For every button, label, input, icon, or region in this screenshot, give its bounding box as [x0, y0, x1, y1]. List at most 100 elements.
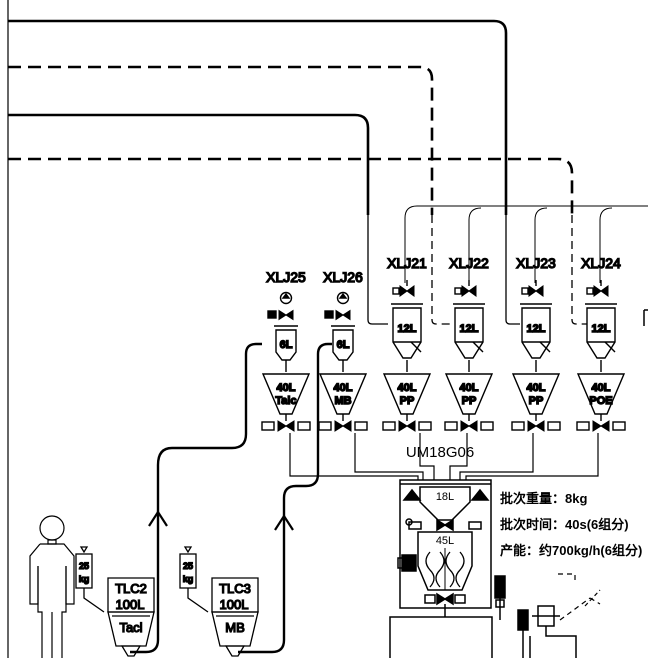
station-outlet	[120, 645, 142, 657]
receiver-flap	[410, 341, 422, 353]
agitator-blade-2	[435, 551, 445, 588]
lower-equipment	[389, 309, 648, 658]
storage-volume: 40L	[398, 382, 417, 394]
mixer-motor-cap	[397, 557, 405, 569]
discharge-actuator-right	[480, 421, 494, 431]
spec-label: 批次重量：	[500, 491, 565, 506]
bag-chute	[187, 588, 209, 613]
discharge-actuator-right	[354, 421, 368, 431]
collector-pipe-xlj25	[289, 433, 419, 480]
receiver-volume: 12L	[592, 323, 611, 335]
vacuum-valve-handle	[586, 287, 594, 295]
receiver-flap	[472, 341, 484, 353]
collector-pipe-xlj23	[459, 433, 534, 480]
header-pipe-3	[8, 113, 370, 215]
station-material: Tacl	[119, 620, 142, 635]
discharge-actuator-left	[511, 421, 525, 431]
spec-value: 40s(6组分)	[565, 517, 629, 532]
receiver-drop-lines	[367, 215, 587, 325]
vacuum-valve-actuator	[324, 310, 334, 319]
bag-tie-icon	[79, 546, 89, 554]
mixing-chamber-volume: 45L	[436, 535, 454, 547]
station-volume: 100L	[220, 597, 249, 612]
discharge-actuator-left	[444, 421, 458, 431]
material-label: MB	[334, 395, 351, 407]
gauge-icon	[517, 609, 529, 631]
mixer-arrow-left	[402, 488, 422, 501]
mixer-discharge-actuator-left	[424, 594, 436, 604]
discharge-valve-icon	[398, 420, 416, 432]
receiver-volume: 6L	[337, 339, 350, 351]
vacuum-valve-icon	[528, 285, 544, 297]
hopper-id: XLJ23	[516, 255, 556, 271]
discharge-valve-icon	[277, 420, 295, 432]
spec-value: 约700kg/h(6组分)	[539, 543, 642, 558]
storage-hopper	[261, 373, 311, 415]
collector-pipe-xlj24	[465, 433, 599, 480]
receiver-volume: 12L	[398, 323, 417, 335]
discharge-actuator-right	[612, 421, 626, 431]
flow-arrow-tlc2-icon	[148, 509, 168, 527]
conveying-headers	[8, 19, 574, 215]
valve-actuator-right	[468, 521, 482, 530]
station-volume: 100L	[116, 597, 145, 612]
agitator-blade-3	[445, 551, 455, 588]
discharge-valve-icon	[460, 420, 478, 432]
vacuum-valve-handle	[521, 287, 529, 295]
bag-weight: 25	[79, 561, 89, 571]
vacuum-valve-icon	[461, 285, 477, 297]
storage-volume: 40L	[334, 382, 353, 394]
station-id: TLC2	[115, 581, 147, 596]
discharge-valve-icon	[592, 420, 610, 432]
bag-weight-unit: kg	[183, 574, 194, 584]
material-label: PP	[400, 395, 415, 407]
vacuum-line-2	[468, 207, 482, 283]
vacuum-gauge-needle	[281, 292, 291, 299]
flow-arrow-tlc3-icon	[274, 513, 294, 531]
vacuum-gauge-icon	[279, 291, 293, 305]
receiver-flap	[539, 341, 551, 353]
level-sensor-housing	[495, 599, 505, 608]
dashed-outline-strut	[584, 589, 601, 607]
mixing-chamber	[417, 531, 473, 591]
mixer-um18g06: UM18G06 18L 45L	[397, 444, 506, 620]
material-label: PP	[529, 395, 544, 407]
mixer-discharge-valve-icon	[436, 592, 454, 606]
spec-line: 批次重量：8kg	[500, 491, 587, 506]
discharge-actuator-left	[318, 421, 332, 431]
receiver-hopper	[275, 329, 297, 361]
operator-body	[37, 566, 67, 658]
agitator-blade-1	[425, 551, 435, 588]
collector-pipe-xlj22	[449, 433, 468, 480]
vacuum-lines	[404, 205, 648, 283]
vacuum-line-3	[534, 207, 548, 283]
spec-label: 产能：	[500, 543, 539, 558]
operator-head	[39, 515, 65, 541]
storage-hopper	[318, 373, 368, 415]
bag-weight-unit: kg	[79, 574, 90, 584]
receiver-volume: 12L	[460, 323, 479, 335]
spec-line: 产能：约700kg/h(6组分)	[500, 543, 642, 558]
agitator-blade-4	[455, 551, 465, 588]
storage-volume: 40L	[460, 382, 479, 394]
collector-pipe-xlj26	[354, 433, 424, 480]
storage-volume: 40L	[527, 382, 546, 394]
vacuum-valve-handle	[454, 287, 462, 295]
spec-value: 8kg	[565, 491, 587, 506]
vacuum-line-1	[404, 205, 648, 283]
header-pipe-4	[8, 157, 574, 215]
storage-volume: 40L	[592, 382, 611, 394]
station-hopper	[211, 611, 259, 647]
hopper-id: XLJ21	[387, 255, 427, 271]
discharge-actuator-right	[547, 421, 561, 431]
